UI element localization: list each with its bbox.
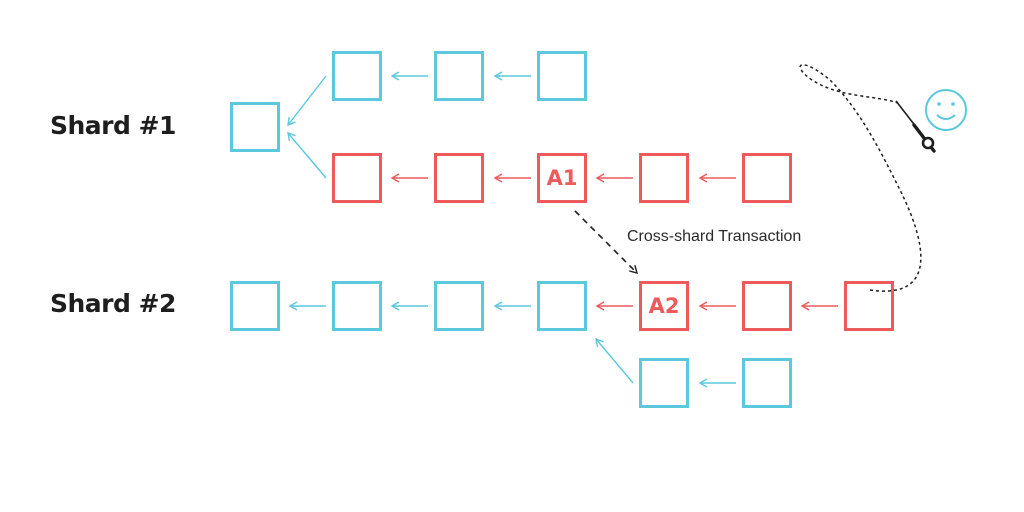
cross-shard-transaction-label: Cross-shard Transaction	[627, 228, 802, 245]
shard-2-teal-arrows	[288, 301, 736, 388]
smiley-icon	[925, 89, 967, 131]
fishing-rod-icon	[895, 100, 936, 153]
fishing-line	[799, 64, 922, 292]
shard-1-genesis-block	[230, 102, 280, 152]
shard-2-block-4	[537, 281, 587, 331]
shard-1-label: Shard #1	[50, 111, 176, 140]
shard-2-block-3	[434, 281, 484, 331]
shard-2-block-2	[332, 281, 382, 331]
shard-1-fork-block-3	[537, 51, 587, 101]
cross-shard-arrow	[574, 210, 638, 274]
shard-2-label: Shard #2	[50, 289, 176, 318]
shard-1-teal-arrows	[287, 71, 531, 179]
shard-1-fork-block-2	[434, 51, 484, 101]
block-a1: A1	[537, 153, 587, 203]
shard-2-block-7	[844, 281, 894, 331]
shard-2-fork-block-2	[742, 358, 792, 408]
shard-1-fork-block-1	[332, 51, 382, 101]
block-a2: A2	[639, 281, 689, 331]
shard-2-fork-block-1	[639, 358, 689, 408]
shard-2-block-6	[742, 281, 792, 331]
shard-1-main-block-5	[742, 153, 792, 203]
shard-1-main-block-4	[639, 153, 689, 203]
shard-1-main-block-1	[332, 153, 382, 203]
shard-1-main-block-2	[434, 153, 484, 203]
shard-2-block-1	[230, 281, 280, 331]
